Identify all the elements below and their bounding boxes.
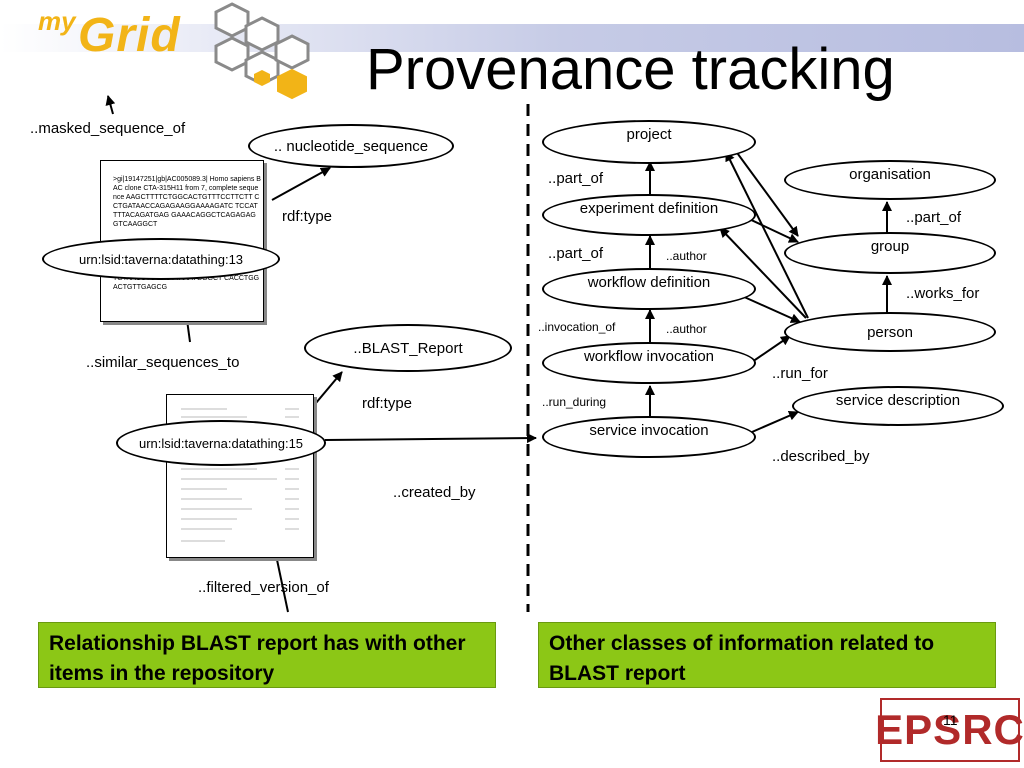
label-part-of-1: ..part_of — [548, 170, 604, 187]
page-title: Provenance tracking — [366, 37, 895, 102]
caption-left: Relationship BLAST report has with other… — [38, 622, 496, 688]
arrow-wfdef-person — [741, 295, 801, 323]
node-organisation[interactable]: organisation — [784, 160, 996, 200]
epsrc-logo: EPSRC — [875, 698, 1024, 762]
blast-report-lines — [181, 408, 299, 542]
label-author-2: ..author — [666, 322, 707, 336]
node-service-invocation[interactable]: service invocation — [542, 416, 756, 458]
label-filtered-version-of: ..filtered_version_of — [198, 579, 329, 596]
label-run-for: ..run_for — [772, 365, 828, 382]
mygrid-logo-grid: Grid — [78, 9, 181, 62]
label-org-part-of: ..part_of — [906, 209, 962, 226]
label-invocation-of: ..invocation_of — [538, 320, 616, 334]
node-datathing-15[interactable]: urn:lsid:taverna:datathing:15 — [116, 420, 326, 466]
header-band — [0, 24, 1024, 52]
arrow-rdftype-1 — [271, 167, 331, 201]
arrow-person-project — [725, 151, 809, 319]
arrow-created-by — [324, 433, 537, 444]
sequence-text-top: >gi|19147251|gb|AC005089.3| Homo sapiens… — [113, 176, 261, 228]
node-person[interactable]: person — [784, 312, 996, 352]
arrow-service-desc — [751, 411, 799, 433]
node-group[interactable]: group — [784, 232, 996, 274]
label-author-1: ..author — [666, 249, 707, 263]
label-similar-sequences-to: ..similar_sequences_to — [86, 354, 240, 371]
node-workflow-invocation[interactable]: workflow invocation — [542, 342, 756, 384]
page-number: 11 — [943, 712, 958, 728]
node-project[interactable]: project — [542, 120, 756, 164]
label-rdf-type-1: rdf:type — [282, 208, 333, 225]
label-works-for: ..works_for — [906, 285, 980, 302]
node-datathing-13[interactable]: urn:lsid:taverna:datathing:13 — [42, 238, 280, 280]
node-workflow-definition[interactable]: workflow definition — [542, 268, 756, 310]
mygrid-logo-my: my — [38, 6, 76, 36]
label-created-by: ..created_by — [393, 484, 476, 501]
arrow-person-expdef — [719, 227, 807, 319]
arrow-masked — [105, 95, 116, 115]
caption-right: Other classes of information related to … — [538, 622, 996, 688]
arrow-wfinv-person — [751, 335, 791, 363]
node-blast-report[interactable]: ..BLAST_Report — [304, 324, 512, 372]
label-rdf-type-2: rdf:type — [362, 395, 413, 412]
arrow-project-group — [734, 149, 799, 237]
node-nucleotide-sequence[interactable]: .. nucleotide_sequence — [248, 124, 454, 168]
label-part-of-2: ..part_of — [548, 245, 604, 262]
blast-report-document — [166, 394, 314, 558]
label-run-during: ..run_during — [542, 395, 607, 409]
label-described-by: ..described_by — [772, 448, 870, 465]
node-experiment-definition[interactable]: experiment definition — [542, 194, 756, 236]
node-service-description[interactable]: service description — [792, 386, 1004, 426]
label-masked-sequence-of: ..masked_sequence_of — [30, 120, 186, 137]
